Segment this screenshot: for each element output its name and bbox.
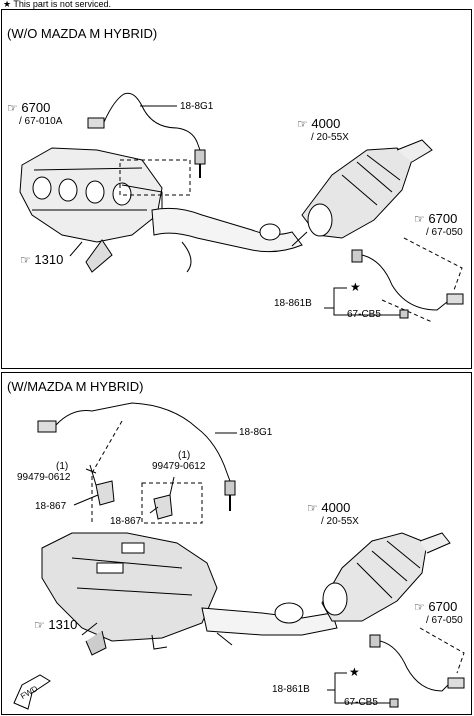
bottom-header: (W/MAZDA M HYBRID) <box>7 379 144 394</box>
star-icon: ★ <box>350 280 361 294</box>
ref-1310-top[interactable]: ☞ 1310 <box>20 252 64 267</box>
lower-o2-sensor <box>369 634 465 708</box>
top-drawing <box>19 92 464 323</box>
pointing-hand-icon: ☞ <box>297 117 308 131</box>
catalytic-converter <box>321 532 451 622</box>
pointing-hand-icon: ☞ <box>20 253 31 267</box>
exhaust-manifold <box>19 147 163 273</box>
ref-4000-bottom[interactable]: ☞ 4000 <box>307 500 351 515</box>
ref-1310-bottom[interactable]: ☞ 1310 <box>34 617 78 632</box>
ref-6700-sub: / 67-010A <box>19 116 63 127</box>
note-text: This part is not serviced. <box>13 0 111 9</box>
panel-with-hybrid: (W/MAZDA M HYBRID) 18-8G1 (1) 99479-0612… <box>1 372 472 715</box>
heat-shield-manifold <box>41 532 218 656</box>
sensor-label-18-861B[interactable]: 18-861B <box>274 298 312 309</box>
ref-6700-top[interactable]: ☞ 6700 <box>7 100 51 115</box>
ref-4000-bottom-sub: / 20-55X <box>321 516 359 527</box>
not-serviced-note: ★ This part is not serviced. <box>3 0 111 10</box>
ref-4000-sub: / 20-55X <box>311 132 349 143</box>
pointing-hand-icon: ☞ <box>34 618 45 632</box>
star-icon: ★ <box>349 665 360 679</box>
ref-6700-bottom-sub: / 67-050 <box>426 615 463 626</box>
sensor-brackets <box>89 464 175 520</box>
pointing-hand-icon: ☞ <box>7 101 18 115</box>
star-icon: ★ <box>3 0 12 9</box>
bolt-b-qty: (1) <box>178 450 191 461</box>
pointing-hand-icon: ☞ <box>414 212 425 226</box>
bracket-label-18-867-b[interactable]: 18-867 <box>110 516 142 527</box>
upper-o2-sensor <box>37 402 236 511</box>
bracket-label-18-867-a[interactable]: 18-867 <box>35 501 67 512</box>
upper-o2-sensor <box>87 92 206 178</box>
fwd-arrow-icon <box>13 674 51 710</box>
ref-6700-right-sub: / 67-050 <box>426 227 463 238</box>
front-pipe <box>151 207 303 273</box>
sensor-label-18-8G1[interactable]: 18-8G1 <box>180 101 214 112</box>
bolt-label-99479-0612-a[interactable]: 99479-0612 <box>17 472 71 483</box>
top-header: (W/O MAZDA M HYBRID) <box>7 26 158 41</box>
sensor-label-18-8G1-bottom[interactable]: 18-8G1 <box>239 427 273 438</box>
bolt-label-99479-0612-b[interactable]: 99479-0612 <box>152 461 206 472</box>
ref-6700-top-right[interactable]: ☞ 6700 <box>414 211 458 226</box>
clip-label-67-CB5[interactable]: 67-CB5 <box>347 309 381 320</box>
clip-label-67-CB5-bottom[interactable]: 67-CB5 <box>344 697 378 708</box>
pointing-hand-icon: ☞ <box>307 501 318 515</box>
bolt-a-qty: (1) <box>56 461 69 472</box>
catalytic-converter <box>301 139 433 239</box>
panel-without-hybrid: (W/O MAZDA M HYBRID) ☞ 6700 / 67-010A 18… <box>1 9 472 369</box>
bottom-drawing <box>13 402 465 710</box>
ref-6700-bottom[interactable]: ☞ 6700 <box>414 599 458 614</box>
pointing-hand-icon: ☞ <box>414 600 425 614</box>
ref-4000-top[interactable]: ☞ 4000 <box>297 116 341 131</box>
lower-o2-sensor <box>351 249 464 319</box>
sensor-label-18-861B-bottom[interactable]: 18-861B <box>272 684 310 695</box>
front-pipe <box>201 602 338 646</box>
